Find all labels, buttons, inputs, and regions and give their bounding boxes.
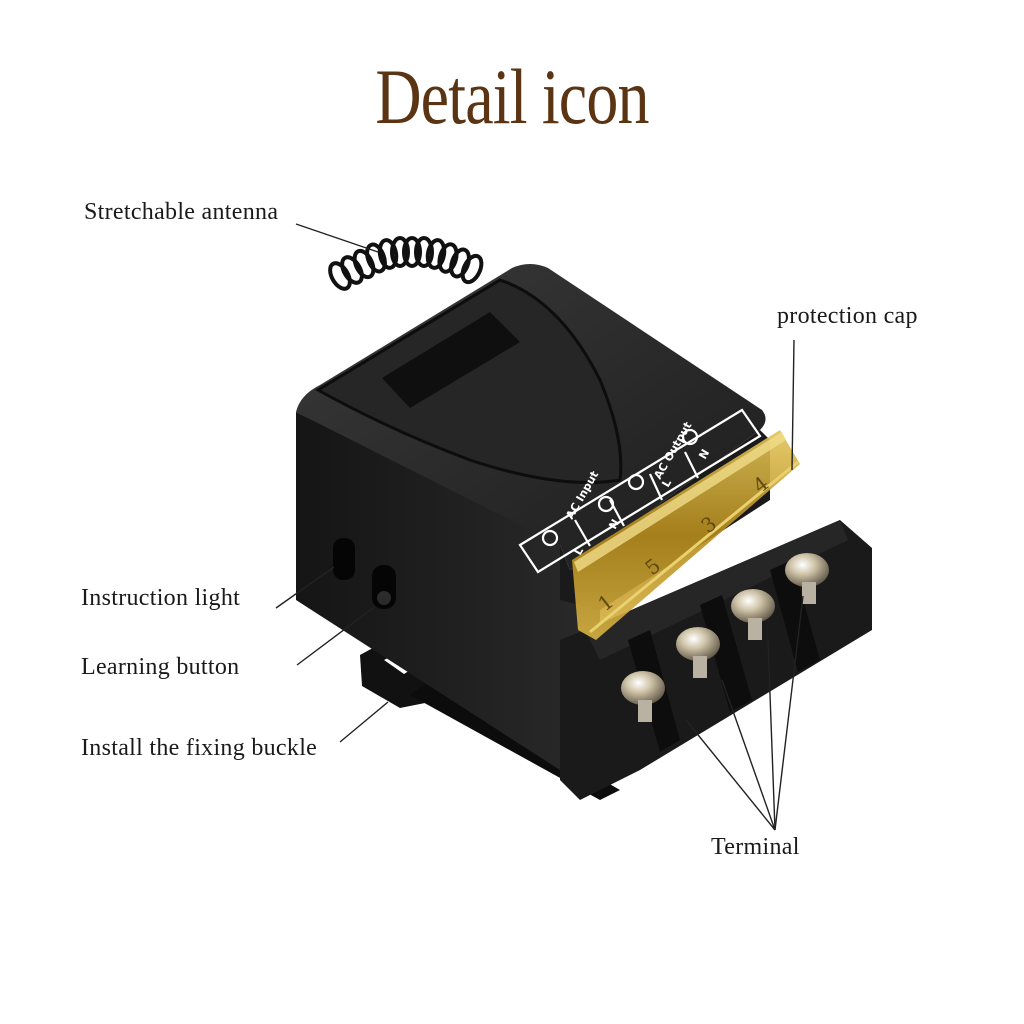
screw-1 [621, 671, 665, 705]
leader-learn [296, 607, 374, 666]
antenna-coil [328, 236, 484, 291]
protection-cap [572, 430, 800, 640]
leader-terminal-3 [767, 639, 776, 831]
leader-cap [791, 339, 795, 471]
screw-3 [731, 589, 775, 623]
display-window [382, 312, 520, 408]
label-fixing-buckle: Install the fixing buckle [81, 735, 318, 761]
terminal-markings [518, 408, 762, 574]
housing-side [296, 412, 600, 790]
leader-terminal-2 [721, 679, 776, 831]
leader-terminal-1 [685, 719, 776, 831]
label-learning-button: Learning button [81, 654, 240, 680]
label-terminal: Terminal [711, 834, 800, 860]
leader-buckle [339, 701, 389, 743]
leader-terminal-4 [774, 595, 804, 831]
label-stretchable-antenna: Stretchable antenna [84, 199, 279, 225]
screw-4 [785, 553, 829, 587]
label-instruction-light: Instruction light [81, 585, 241, 611]
instruction-light [333, 538, 355, 580]
top-dome [315, 278, 623, 484]
leader-lines [275, 223, 804, 831]
terminal-block [560, 520, 872, 800]
screw-2 [676, 627, 720, 661]
page-title: Detail icon [375, 53, 649, 140]
terminal-screws [621, 553, 829, 722]
leader-light [275, 566, 335, 609]
leader-antenna [295, 223, 379, 253]
label-protection-cap: protection cap [777, 303, 918, 329]
